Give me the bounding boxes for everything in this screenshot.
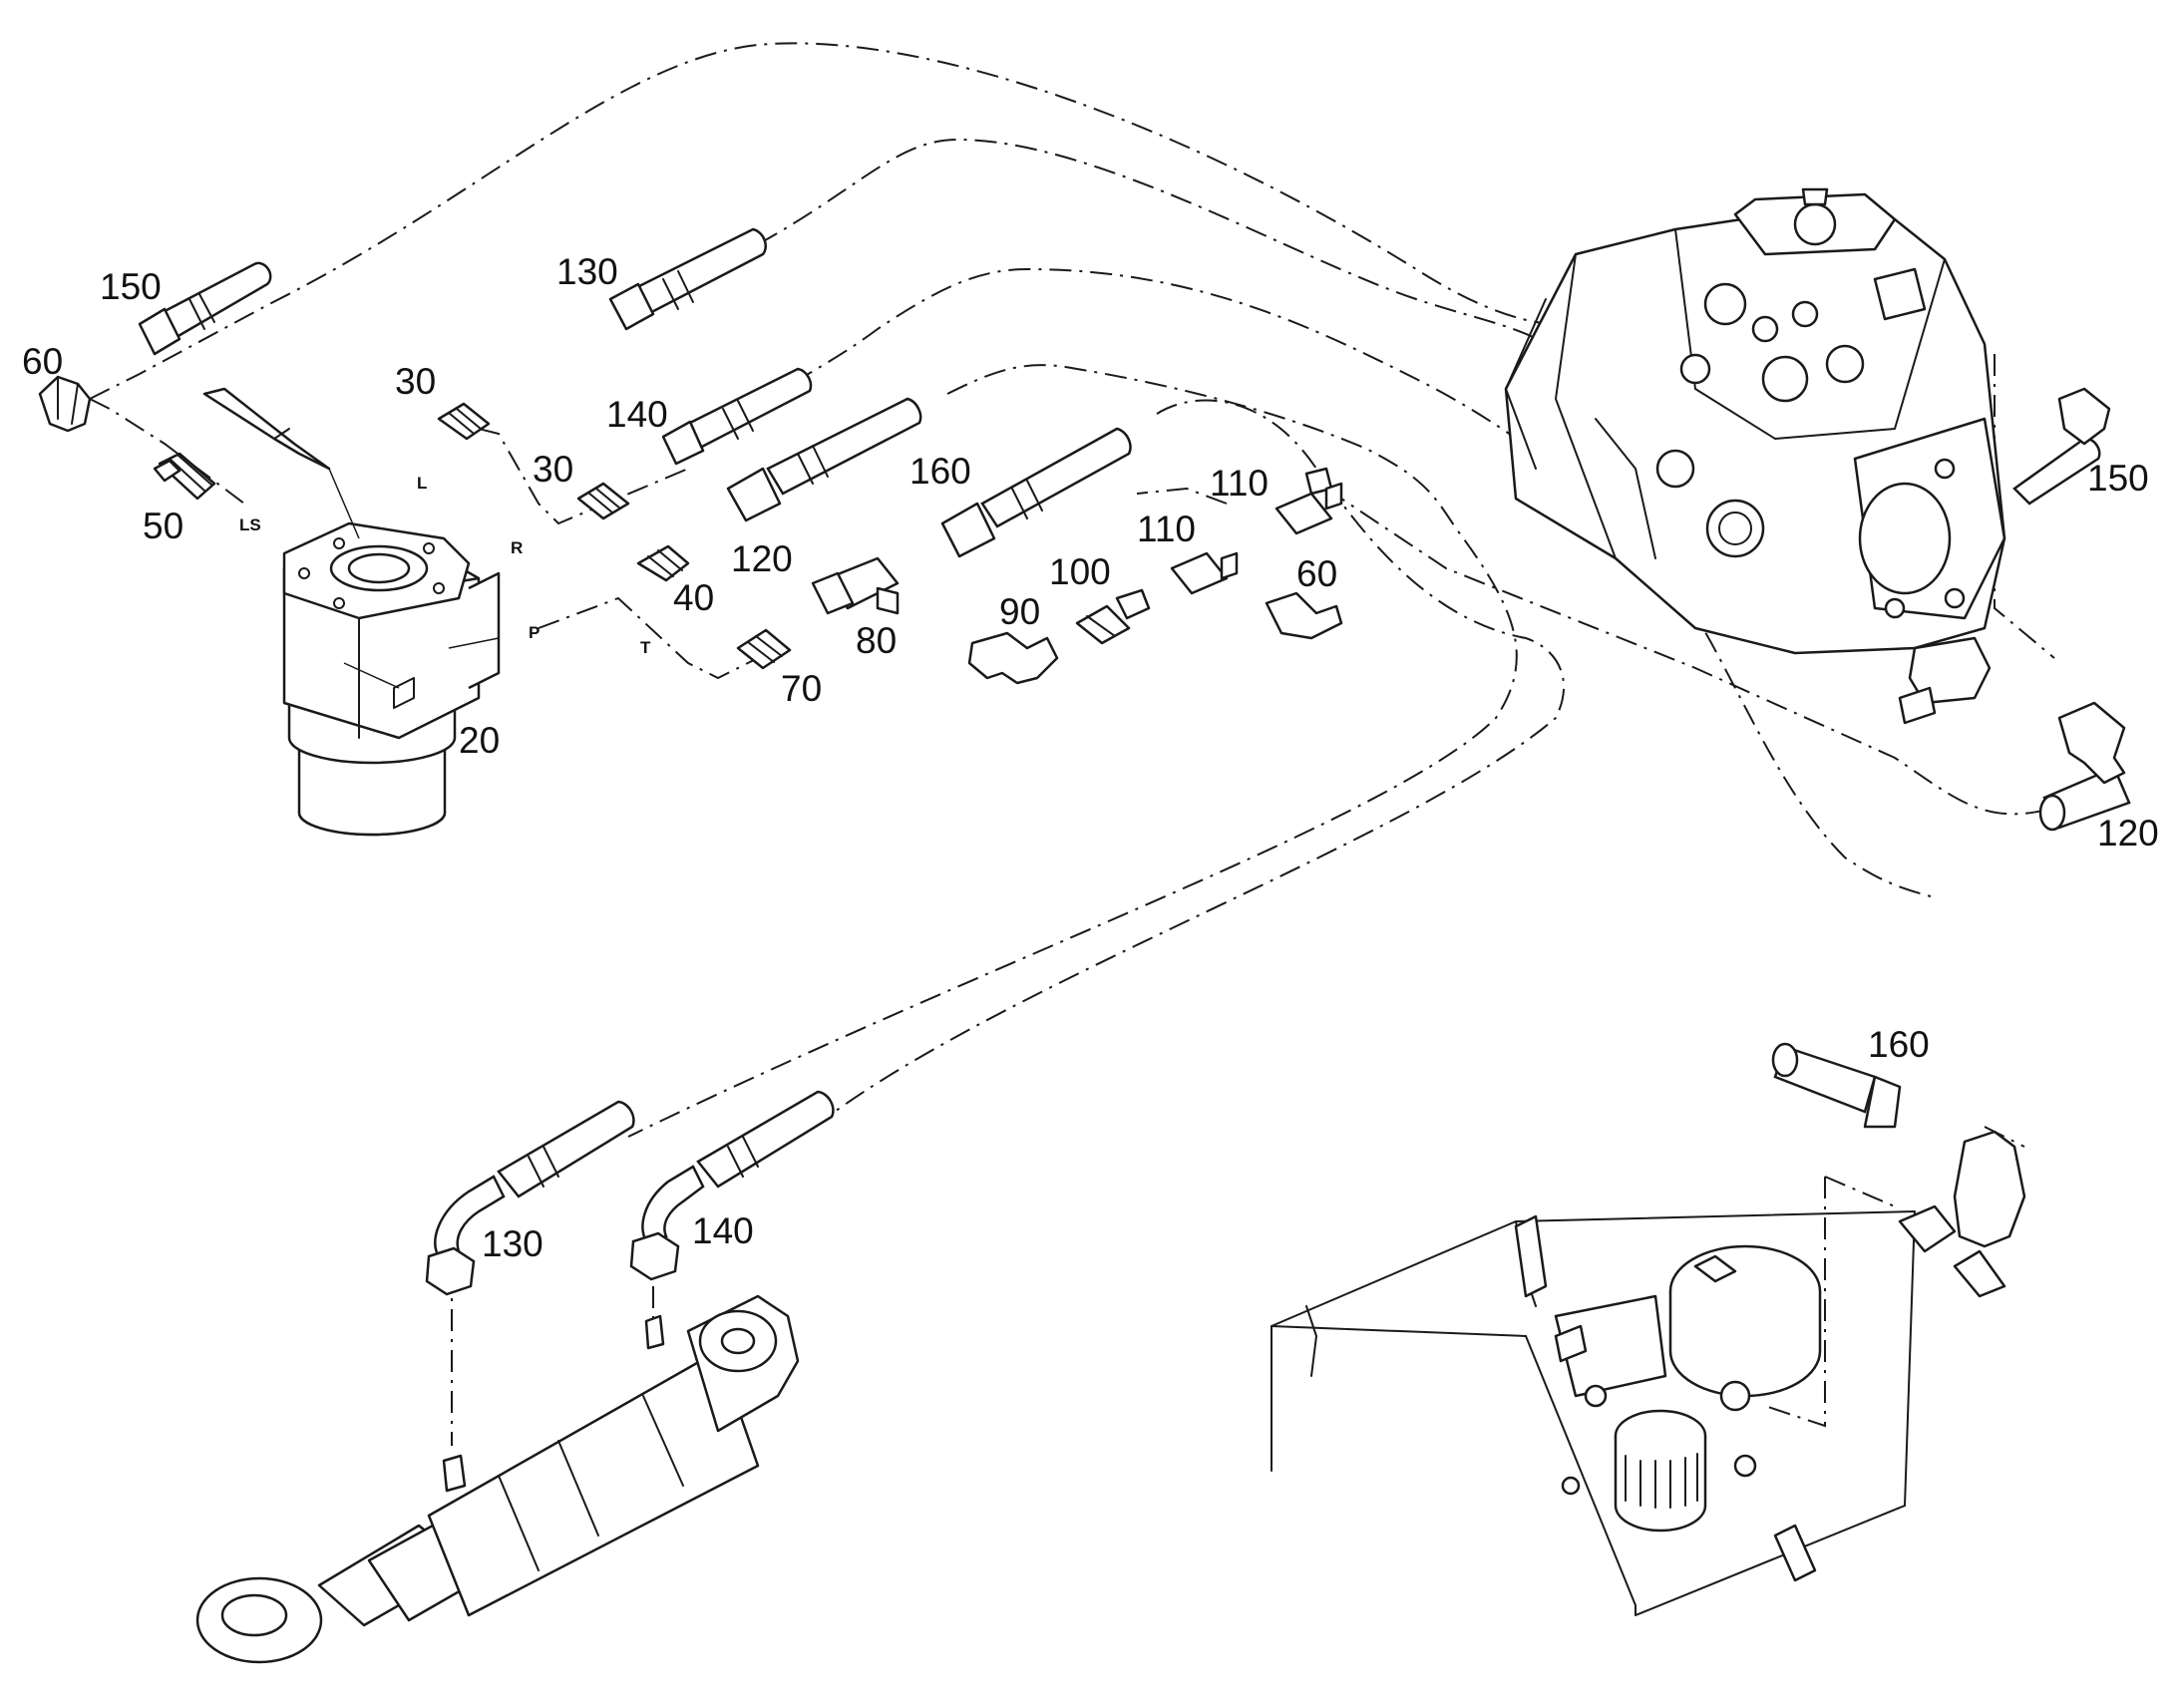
hose-140-bottom xyxy=(629,1090,835,1281)
fitting-50-adapter xyxy=(153,452,216,501)
port-label-ls: LS xyxy=(239,515,261,534)
steering-unit-orbitrol xyxy=(282,521,501,837)
callout-110-upper: 110 xyxy=(1210,463,1269,504)
callout-60-left: 60 xyxy=(22,341,63,382)
callout-80: 80 xyxy=(856,620,897,661)
hose-120-right xyxy=(2038,701,2131,832)
callout-50: 50 xyxy=(143,506,183,546)
fitting-70 xyxy=(736,628,792,670)
hose-120-top xyxy=(726,397,922,522)
fitting-30-upper xyxy=(437,402,491,441)
callout-120-top: 120 xyxy=(731,538,793,579)
callout-160-top: 160 xyxy=(909,451,971,492)
callout-100: 100 xyxy=(1049,551,1111,592)
hose-150-left xyxy=(138,261,272,356)
callout-140-top: 140 xyxy=(606,394,668,435)
port-labels: LS L R P T xyxy=(239,474,651,657)
hose-130-top xyxy=(608,227,767,331)
callout-70: 70 xyxy=(781,668,822,709)
hydraulic-tank xyxy=(1271,1210,1916,1616)
hose-160-right xyxy=(1771,1042,1902,1129)
callout-140-bottom: 140 xyxy=(692,1210,754,1251)
callout-90: 90 xyxy=(999,591,1040,632)
hydraulic-pump-assembly xyxy=(1504,187,2006,725)
callout-30-upper: 30 xyxy=(395,361,436,402)
port-label-r: R xyxy=(511,538,523,557)
hose-140-top xyxy=(661,367,813,466)
fitting-100 xyxy=(1075,588,1151,645)
callout-130-top: 130 xyxy=(556,251,618,292)
port-label-l: L xyxy=(417,474,427,493)
sealant-tube xyxy=(202,387,360,539)
fitting-60-elbow-left xyxy=(38,375,92,433)
callout-110-lower: 110 xyxy=(1137,509,1196,549)
fitting-110-b xyxy=(1274,467,1343,535)
fitting-60-elbow-right xyxy=(1265,591,1343,640)
callout-20: 20 xyxy=(459,720,500,761)
hose-160-top xyxy=(940,427,1132,558)
fitting-110-a xyxy=(1170,551,1239,595)
port-label-p: P xyxy=(529,623,540,642)
callout-numbers: 150 60 50 130 30 140 30 120 40 160 110 1… xyxy=(22,251,2159,1264)
fitting-90-elbow xyxy=(967,631,1059,685)
port-label-t: T xyxy=(640,638,651,657)
fitting-80-tee xyxy=(811,556,900,615)
hose-150-right xyxy=(2012,387,2111,506)
fitting-40 xyxy=(636,544,690,582)
callout-160-right: 160 xyxy=(1868,1024,1930,1065)
steering-cylinder xyxy=(195,1294,800,1664)
callout-150-right: 150 xyxy=(2087,458,2149,499)
callout-40: 40 xyxy=(673,577,714,618)
callout-30-lower: 30 xyxy=(533,449,573,490)
callout-120-right: 120 xyxy=(2097,813,2159,854)
fitting-elbow-tank xyxy=(1898,1130,2026,1298)
callout-130-bottom: 130 xyxy=(482,1223,544,1264)
callout-150-left: 150 xyxy=(100,266,162,307)
callout-60-right: 60 xyxy=(1296,553,1337,594)
fitting-30-lower xyxy=(576,482,630,520)
hose-130-bottom xyxy=(425,1100,635,1296)
